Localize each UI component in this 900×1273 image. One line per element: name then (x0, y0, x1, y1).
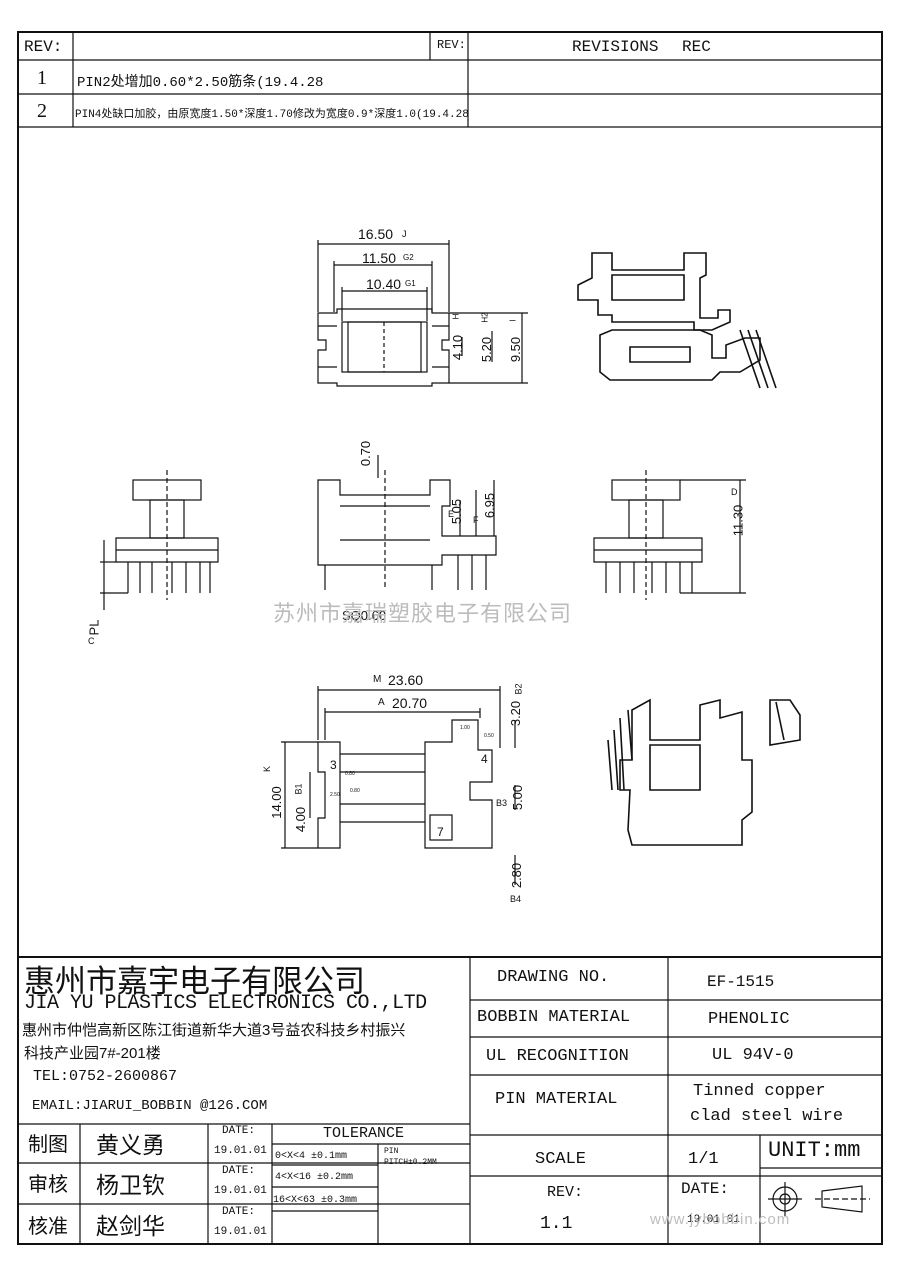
signature-name-drawn: 黄义勇 (96, 1132, 165, 1158)
tag-a: A (378, 697, 385, 708)
drawing-frame (17, 31, 883, 1245)
tolerance-row-1: 0<X<4 ±0.1mm (275, 1151, 348, 1162)
signature-role-approved: 核准 (28, 1216, 68, 1238)
signature-date-checked: 19.01.01 (214, 1185, 267, 1197)
tag-d: D (731, 487, 738, 497)
dim-10-40: 10.40 (366, 276, 402, 292)
dim-11-30: 11.30 (730, 504, 746, 537)
small-dim-5: 0.80 (350, 788, 360, 794)
small-dim-4: 1.00 (460, 725, 470, 731)
tag-b4: B4 (510, 894, 522, 904)
tag-h: H (451, 313, 461, 320)
dim-sq0-60: SQ0.60 (342, 608, 387, 623)
pin-label-3: 3 (330, 758, 337, 772)
rev-header: REV: (24, 38, 63, 56)
tolerance-row-3: 16<X<63 ±0.3mm (273, 1195, 358, 1206)
date-value: 19.01.01 (687, 1214, 740, 1226)
pin-pitch-label: PIN (384, 1147, 399, 1156)
website-watermark: www.jybobbin.com (650, 1211, 791, 1228)
revision-row-1-number: 1 (37, 67, 47, 89)
company-name-en: JIA YU PLASTICS ELECTRONICS CO.,LTD (24, 992, 427, 1015)
dim-6-95: 6.95 (482, 492, 498, 519)
dim-14-00: 14.00 (268, 786, 284, 819)
revision-row-1-text: PIN2处增加0.60*2.50筋条(19.4.28 (77, 75, 324, 91)
pin-label-4: 4 (481, 752, 488, 766)
signature-date-label-drawn: DATE: (222, 1125, 256, 1137)
telephone: TEL:0752-2600867 (33, 1068, 178, 1085)
tag-m: M (373, 674, 382, 685)
bobbin-material-value: PHENOLIC (708, 1010, 790, 1029)
signature-role-drawn: 制图 (28, 1134, 68, 1156)
tolerance-row-2: 4<X<16 ±0.2mm (275, 1172, 354, 1183)
tag-b1: B1 (293, 783, 304, 795)
drawing-no-label: DRAWING NO. (497, 968, 610, 987)
pin-pitch-value: PITCH±0.2MM (384, 1158, 437, 1167)
tolerance-header: TOLERANCE (323, 1125, 405, 1142)
bobbin-material-label: BOBBIN MATERIAL (477, 1008, 631, 1027)
revision-row-2-number: 2 (37, 100, 47, 122)
signature-name-approved: 赵剑华 (96, 1213, 165, 1239)
small-dim-1: 0.80 (345, 771, 355, 777)
pin-material-value-1: Tinned copper (693, 1082, 826, 1101)
rec-header: REC (682, 38, 711, 56)
dim-5-05: 5.05 (449, 498, 465, 525)
signature-name-checked: 杨卫钦 (96, 1172, 165, 1198)
dim-23-60: 23.60 (388, 672, 424, 688)
small-dim-3: 2.50 (330, 792, 340, 798)
pin-material-value-2: clad steel wire (690, 1107, 844, 1126)
dim-4-00: 4.00 (293, 806, 309, 833)
dim-9-50: 9.50 (508, 336, 524, 363)
signature-date-label-approved: DATE: (222, 1206, 256, 1218)
pin-material-label: PIN MATERIAL (495, 1090, 618, 1109)
signature-date-approved: 19.01.01 (214, 1226, 267, 1238)
company-name-cn: 惠州市嘉宇电子有限公司 (24, 964, 365, 999)
dim-0-70: 0.70 (358, 440, 374, 467)
scale-label: SCALE (535, 1150, 587, 1169)
tag-j: J (402, 229, 407, 239)
tag-f: F (473, 515, 479, 525)
dim-16-50: 16.50 (358, 226, 394, 242)
signature-date-label-checked: DATE: (222, 1165, 256, 1177)
signature-date-drawn: 19.01.01 (214, 1145, 267, 1157)
tag-e: E (448, 509, 455, 519)
tag-h2: H2 (480, 312, 490, 323)
signature-role-checked: 审核 (28, 1174, 68, 1196)
dim-4-10: 4.10 (450, 334, 466, 361)
date-label: DATE: (681, 1180, 730, 1198)
email: EMAIL:JIARUI_BOBBIN @126.COM (32, 1098, 268, 1114)
revisions-header: REVISIONS (572, 38, 659, 56)
small-dim-2: 0.50 (484, 733, 494, 739)
revision-row-2-text: PIN4处缺口加胶，由原宽度1.50*深度1.70修改为宽度0.9*深度1.0(… (75, 109, 469, 121)
address-line-2: 科技产业园7#-201楼 (24, 1045, 161, 1062)
pin-label-7: 7 (437, 825, 444, 839)
tag-c: C (88, 636, 95, 646)
tag-b3: B3 (496, 798, 508, 808)
dim-11-50: 11.50 (362, 250, 396, 266)
dim-5-20: 5.20 (479, 336, 495, 363)
tag-g1: G1 (405, 279, 416, 288)
dim-5-00: 5.00 (510, 784, 526, 811)
rev-header-2: REV: (437, 38, 466, 52)
dim-2-80: 2.80 (509, 862, 525, 889)
tag-g2: G2 (403, 253, 414, 262)
dim-20-70: 20.70 (392, 695, 428, 711)
scale-value: 1/1 (688, 1150, 719, 1169)
ul-recognition-value: UL 94V-0 (712, 1046, 794, 1065)
watermark-text: 苏州市嘉瑞塑胶电子有限公司 (273, 602, 573, 627)
dim-pl: PL (86, 619, 102, 636)
tag-i: I (508, 319, 518, 322)
tag-b2: B2 (513, 683, 524, 695)
drawing-no-value: EF-1515 (707, 973, 775, 991)
address-line-1: 惠州市仲恺高新区陈江街道新华大道3号益农科技乡村振兴 (22, 1022, 406, 1039)
rev-label: REV: (547, 1184, 584, 1201)
tag-k: K (262, 765, 273, 773)
dim-3-20: 3.20 (508, 700, 524, 727)
rev-value: 1.1 (540, 1214, 573, 1234)
ul-recognition-label: UL RECOGNITION (486, 1047, 629, 1066)
unit-label: UNIT:mm (768, 1138, 861, 1163)
